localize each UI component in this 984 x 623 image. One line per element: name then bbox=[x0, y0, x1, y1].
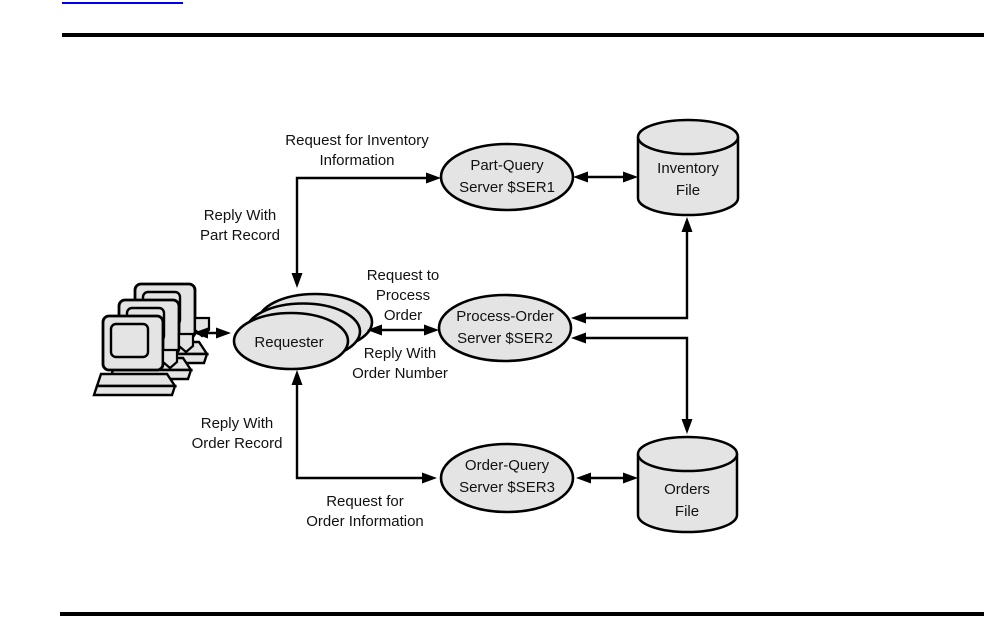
top-rule bbox=[62, 33, 984, 37]
label-request-process: Request to Process Order bbox=[367, 266, 440, 326]
label-request-inventory: Request for Inventory Information bbox=[285, 131, 428, 171]
arrow-order-query-orders bbox=[576, 472, 638, 484]
process-order-label: Process-Order Server $SER2 bbox=[456, 306, 554, 350]
arrow-requester-part-query bbox=[291, 172, 441, 288]
arrow-clients-requester bbox=[193, 327, 231, 339]
label-request-order: Request for Order Information bbox=[306, 492, 424, 532]
label-line: Order bbox=[383, 307, 423, 324]
label-line: File bbox=[675, 182, 701, 199]
label-line: Inventory bbox=[657, 160, 719, 177]
arrow-inventory-process-order bbox=[571, 217, 693, 324]
label-line: Part Record bbox=[199, 227, 281, 244]
label-line: Requester bbox=[254, 334, 324, 351]
label-line: Order-Query bbox=[464, 457, 550, 474]
bottom-rule bbox=[60, 612, 984, 616]
label-line: Server $SER3 bbox=[459, 479, 555, 496]
label-line: Process-Order bbox=[456, 308, 554, 325]
server-node-order-query bbox=[439, 442, 575, 514]
terminal-stack-icon bbox=[92, 282, 211, 397]
orders-file-label: Orders File bbox=[664, 479, 710, 523]
label-line: Request for Inventory bbox=[285, 132, 429, 149]
label-line: Reply With bbox=[203, 207, 277, 224]
inventory-file-label: Inventory File bbox=[657, 158, 719, 202]
label-line: Part-Query bbox=[470, 157, 544, 174]
label-reply-part: Reply With Part Record bbox=[200, 206, 280, 246]
arrow-process-order-orders bbox=[571, 332, 693, 434]
datastore-orders-file bbox=[636, 435, 739, 534]
label-line: Reply With bbox=[200, 415, 274, 432]
hyperlink-underline[interactable] bbox=[62, 2, 183, 4]
label-line: Request for bbox=[326, 493, 404, 510]
label-line: Orders bbox=[664, 481, 710, 498]
label-reply-record: Reply With Order Record bbox=[192, 414, 283, 454]
label-line: Information bbox=[319, 152, 395, 169]
label-line: Order Number bbox=[352, 365, 448, 382]
requester-node bbox=[232, 292, 374, 371]
label-line: Server $SER1 bbox=[459, 179, 555, 196]
order-query-label: Order-Query Server $SER3 bbox=[459, 455, 555, 499]
arrow-requester-order-query bbox=[291, 370, 437, 484]
datastore-inventory-file bbox=[636, 118, 740, 217]
server-node-process-order bbox=[437, 293, 573, 363]
label-line: Reply With bbox=[363, 345, 437, 362]
arrow-requester-process-order bbox=[367, 324, 439, 336]
label-line: Order Information bbox=[306, 513, 424, 530]
label-line: Request to bbox=[366, 267, 440, 284]
arrow-part-query-inventory bbox=[573, 171, 638, 183]
label-line: Server $SER2 bbox=[457, 330, 553, 347]
label-reply-number: Reply With Order Number bbox=[352, 344, 448, 384]
requester-label: Requester bbox=[254, 332, 323, 354]
part-query-label: Part-Query Server $SER1 bbox=[459, 155, 555, 199]
label-line: Process bbox=[375, 287, 431, 304]
label-line: File bbox=[674, 503, 700, 520]
label-line: Order Record bbox=[191, 435, 283, 452]
